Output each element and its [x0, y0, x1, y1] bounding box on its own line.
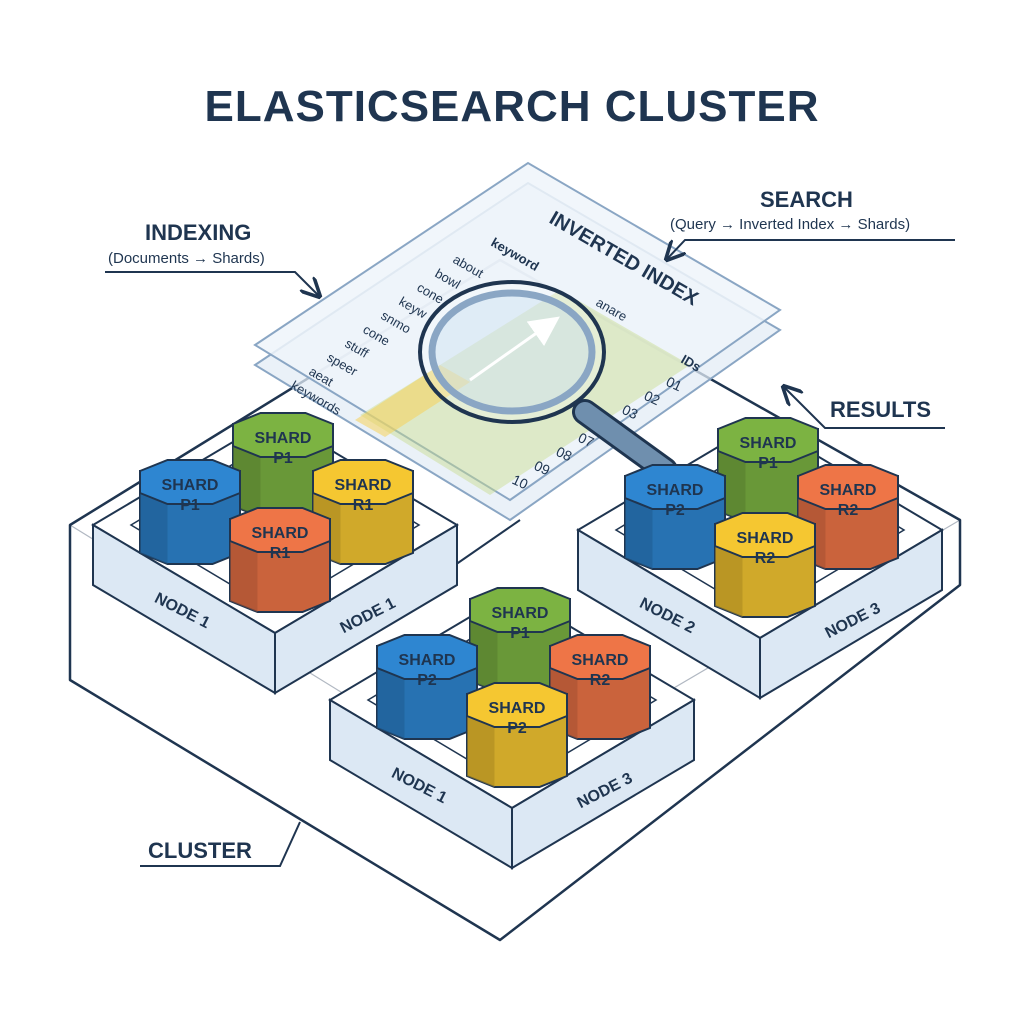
shard-label: SHARD — [740, 435, 797, 452]
shard-id: R2 — [838, 502, 859, 519]
shard-id: P2 — [507, 720, 527, 737]
indexing-label: INDEXING — [145, 220, 252, 245]
shard: SHARD P1 — [469, 587, 571, 693]
magnifier-icon — [418, 280, 678, 483]
shard-id: R2 — [755, 550, 776, 567]
shard-label: SHARD — [489, 700, 546, 717]
node-tray: NODE 1 NODE 3 — [328, 590, 696, 870]
shard: SHARD P2 — [376, 634, 478, 740]
index-doc-id: 03 — [620, 401, 641, 422]
shard-id: P1 — [273, 450, 293, 467]
node-label: NODE 1 — [389, 765, 450, 807]
index-keyword: snmo — [379, 308, 414, 337]
node-label: NODE 1 — [338, 595, 399, 637]
shard: SHARD P1 — [717, 417, 819, 523]
shard-label: SHARD — [252, 525, 309, 542]
shard-id: P1 — [180, 497, 200, 514]
index-keyword: stuff — [343, 336, 372, 361]
index-doc-id: 10 — [510, 471, 531, 492]
node-tray: NODE 2 NODE 3 — [576, 420, 944, 700]
shard-label: SHARD — [820, 482, 877, 499]
shard: SHARD P1 — [139, 459, 241, 565]
node-label: NODE 3 — [575, 770, 636, 812]
shard-id: R1 — [353, 497, 374, 514]
shard: SHARD R2 — [714, 512, 816, 618]
cluster-label: CLUSTER — [148, 838, 252, 863]
shard-id: P2 — [417, 672, 437, 689]
shard: SHARD R1 — [312, 459, 414, 565]
search-label: SEARCH — [760, 187, 853, 212]
shard-label: SHARD — [335, 477, 392, 494]
shard: SHARD P2 — [466, 682, 568, 788]
search-subtitle: (Query → Inverted Index → Shards) — [670, 216, 911, 233]
highlighted-term: anare — [594, 295, 630, 325]
index-doc-id: 01 — [664, 373, 685, 394]
shard: SHARD R1 — [229, 507, 331, 613]
ids-column-header: IDs — [679, 352, 704, 375]
node-links — [429, 519, 641, 676]
shard-id: P2 — [665, 502, 685, 519]
shard-id: P1 — [510, 625, 530, 642]
results-label: RESULTS — [830, 397, 932, 422]
shard: SHARD P1 — [232, 412, 334, 518]
shard-label: SHARD — [492, 605, 549, 622]
shard-label: SHARD — [737, 530, 794, 547]
shard-label: SHARD — [572, 652, 629, 669]
shard: SHARD R2 — [797, 464, 899, 570]
indexing-subtitle: (Documents → Shards) — [108, 250, 265, 267]
index-keyword: aeat — [307, 364, 337, 390]
index-keyword: cone — [361, 322, 393, 349]
shard-label: SHARD — [399, 652, 456, 669]
shard: SHARD P2 — [624, 464, 726, 570]
shard-id: P1 — [758, 455, 778, 472]
shard-id: R2 — [590, 672, 611, 689]
node-label: NODE 1 — [152, 590, 213, 632]
index-doc-id: 06 — [598, 415, 619, 436]
index-doc-id: 07 — [576, 429, 597, 450]
index-doc-id: 02 — [642, 387, 663, 408]
callout-pointers — [105, 239, 955, 867]
index-keyword: speer — [325, 350, 361, 380]
index-doc-id: 08 — [554, 443, 575, 464]
keyword-column-header: keyword — [489, 235, 542, 274]
index-keyword: about — [451, 252, 487, 281]
node-label: NODE 2 — [637, 595, 698, 637]
index-doc-id: 09 — [532, 457, 553, 478]
diagram-title: ELASTICSEARCH CLUSTER — [204, 82, 820, 131]
node-label: NODE 3 — [823, 600, 884, 642]
index-keyword: bowl — [433, 266, 464, 292]
index-keyword: cone — [415, 280, 447, 307]
shard-label: SHARD — [647, 482, 704, 499]
shard-id: R1 — [270, 545, 291, 562]
index-keyword: keywords — [289, 378, 344, 419]
index-keyword: keyw — [397, 294, 431, 322]
shard-label: SHARD — [255, 430, 312, 447]
shard: SHARD R2 — [549, 634, 651, 740]
node-tray: NODE 1 NODE 1 — [91, 415, 459, 695]
shard-label: SHARD — [162, 477, 219, 494]
